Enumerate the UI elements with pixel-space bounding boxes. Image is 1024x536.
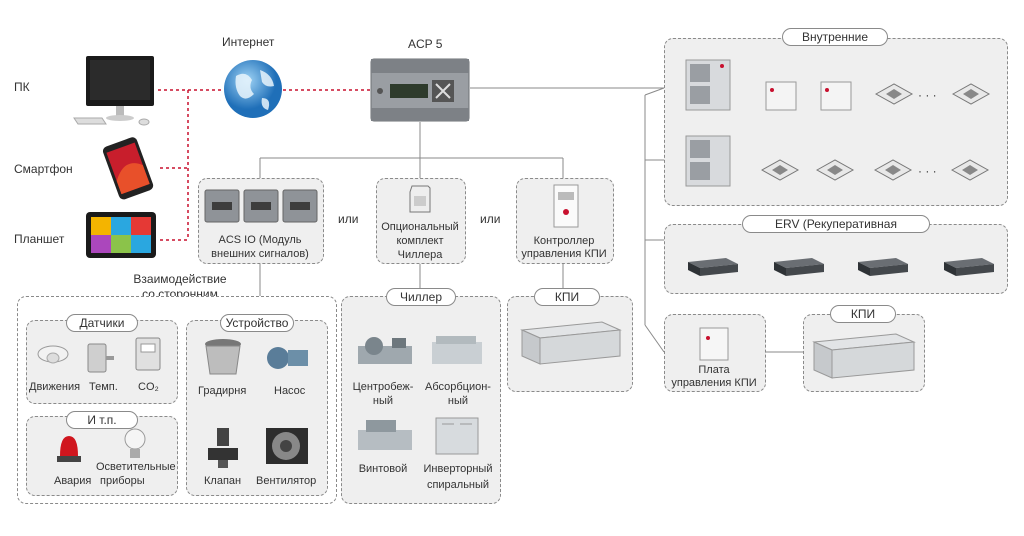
sensor-motion: Движения [29,381,81,393]
tablet-label: Планшет [14,232,65,246]
chiller-absorption-1: Абсорбцион- [425,381,491,393]
inverter-scroll-chiller-icon [435,417,479,455]
equip-pump: Насос [274,385,306,397]
chiller-inverter-2: спиральный [426,479,490,491]
cassette-icon-5 [873,159,913,181]
ahu-right-unit-icon [812,333,916,379]
ahu-board-label-1: Плата [698,364,730,376]
or-label-2: или [480,212,501,226]
ahu-controller-label-1: Контроллер [533,235,595,247]
alarm-icon [57,436,81,462]
outdoor-unit-icon-1 [685,59,731,111]
acp-controller-icon[interactable] [370,58,470,122]
cassette-icon-2 [951,83,991,105]
etc-box [26,416,178,496]
motion-sensor-icon [37,345,69,364]
screw-chiller-icon [358,420,412,450]
ahu-unit-icon [520,321,622,365]
pump-icon [267,347,308,369]
pc-label: ПК [14,80,30,94]
chiller-box [341,296,501,504]
acp-label: ACP 5 [408,37,443,51]
duct-unit-icon-1 [765,81,797,111]
valve-icon [208,428,238,468]
chiller-kit-label-3: Чиллера [397,249,443,261]
indoor-title: Внутренние [782,28,888,46]
internet-links [158,89,370,241]
erv-unit-icon-3 [858,258,908,276]
etc-title: И т.п. [66,411,138,429]
ahu-board-label-2: управления КПИ [671,377,757,389]
centrifugal-chiller-icon [358,337,412,364]
acs-io-label-2: внешних сигналов) [211,248,309,260]
sensor-temp: Темп. [89,381,118,393]
pc-icon [73,56,154,126]
equip-valve: Клапан [204,475,242,487]
chiller-absorption-2: ный [447,395,469,407]
outdoor-unit-icon-2 [685,135,731,187]
globe-icon [224,60,282,118]
internet-label: Интернет [222,35,275,49]
chiller-kit-label-1: Опциональный [381,221,459,233]
chiller-centrifugal-2: ный [372,395,394,407]
equip-tower: Градирня [198,385,247,397]
chiller-centrifugal-1: Центробеж- [352,381,414,393]
ahu-controller-icon [553,184,579,228]
lighting-icon [124,428,146,458]
equipment-title: Устройство [220,314,294,332]
indoor-ellipsis-2: · · · [918,164,937,178]
fan-icon [266,428,308,464]
cassette-icon-1 [874,83,914,105]
chiller-screw: Винтовой [358,463,408,475]
temp-sensor-icon [87,343,114,373]
erv-title: ERV (Рекуперативная [742,215,930,233]
absorption-chiller-icon [432,336,482,364]
ahu-controller-label-2: управления КПИ [521,248,607,260]
or-label-1: или [338,212,359,226]
ahu-left-title: КПИ [534,288,600,306]
third-party-label-1: Взаимодействие [133,272,227,286]
acs-io-label-1: ACS IO (Модуль [218,234,302,246]
smartphone-label: Смартфон [14,162,73,176]
erv-unit-icon-2 [774,258,824,276]
cassette-icon-3 [760,159,800,181]
co2-sensor-icon [135,337,161,371]
indoor-ellipsis-1: · · · [918,88,937,102]
smartphone-icon [102,137,154,200]
equip-fan: Вентилятор [256,475,317,487]
acs-io-modules-icon [204,189,318,223]
erv-unit-icon-4 [944,258,994,276]
erv-unit-icon-1 [688,258,738,276]
sd-card-icon [409,185,431,213]
sensors-title: Датчики [66,314,138,332]
etc-lighting-1: Осветительные [96,461,176,473]
ahu-right-title: КПИ [830,305,896,323]
chiller-title: Чиллер [386,288,456,306]
chiller-inverter-1: Инверторный [423,463,493,475]
chiller-kit-label-2: комплект [396,235,444,247]
duct-unit-icon-2 [820,81,852,111]
tablet-icon [86,212,156,258]
sensor-co2: CO₂ [138,381,159,393]
etc-lighting-2: приборы [100,475,145,487]
etc-alarm: Авария [54,475,92,487]
ahu-board-icon [699,327,729,361]
cooling-tower-icon [205,339,241,375]
cassette-icon-4 [815,159,855,181]
cassette-icon-6 [950,159,990,181]
